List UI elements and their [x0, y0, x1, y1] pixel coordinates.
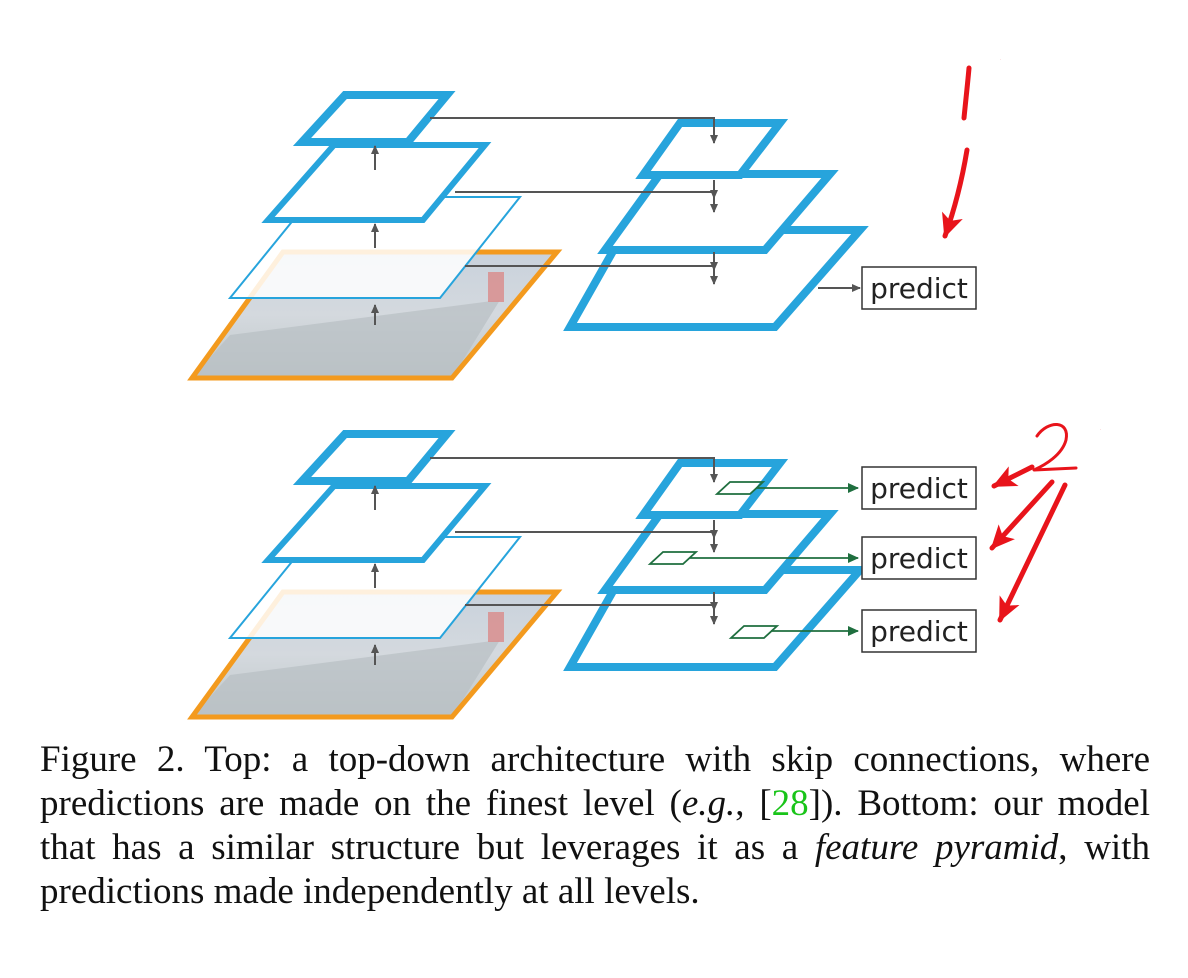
caption-feature-pyramid: feature pyramid [814, 827, 1059, 868]
caption-text: ]). Bottom: our model that has a similar… [40, 783, 1150, 868]
caption-eg: e.g. [681, 783, 736, 824]
head-window-1 [714, 481, 766, 495]
head-window-2 [647, 551, 699, 565]
bottom-diagram: predict predict predict 2 [187, 423, 1101, 720]
bottom-up-level-2 [261, 483, 492, 563]
red-arrow [997, 482, 1068, 623]
top-down-level-1 [635, 119, 789, 179]
predict-box [861, 536, 977, 580]
predict-box [861, 609, 977, 653]
caption-text: , with predictions made independently at… [40, 827, 1150, 912]
caption-text: , [ [735, 783, 772, 824]
lateral-connection [430, 457, 718, 483]
top-down-level-1 [635, 459, 789, 519]
predict-label: predict [870, 542, 968, 575]
top-diagram: predict 1 [187, 59, 1001, 381]
predict-label: predict [870, 615, 968, 648]
predict-label: predict [870, 272, 968, 305]
figure-caption: Figure 2. Top: a top-down architecture w… [40, 738, 1150, 914]
caption-text: Figure 2. Top: a top-down architecture w… [40, 739, 1150, 824]
annotation-2-text: 2 [1100, 429, 1101, 431]
bottom-up-level-3 [292, 430, 456, 485]
citation-link[interactable]: 28 [771, 783, 809, 824]
red-arrow [989, 479, 1055, 551]
handwritten-one [961, 65, 972, 121]
handwritten-two [1032, 423, 1078, 472]
red-arrow [942, 147, 970, 239]
predict-box [861, 466, 977, 510]
lateral-connection [430, 117, 718, 144]
annotation-1-text: 1 [1000, 59, 1001, 61]
bottom-up-level-3 [292, 91, 456, 146]
bottom-up-level-2 [261, 142, 492, 223]
red-arrow [991, 464, 1035, 489]
head-window-3 [728, 625, 780, 639]
predict-label: predict [870, 472, 968, 505]
annotation-2: 2 [989, 423, 1101, 623]
figure-diagram: predict 1 [187, 59, 1101, 720]
predict-box [861, 266, 977, 310]
annotation-1: 1 [942, 59, 1001, 239]
